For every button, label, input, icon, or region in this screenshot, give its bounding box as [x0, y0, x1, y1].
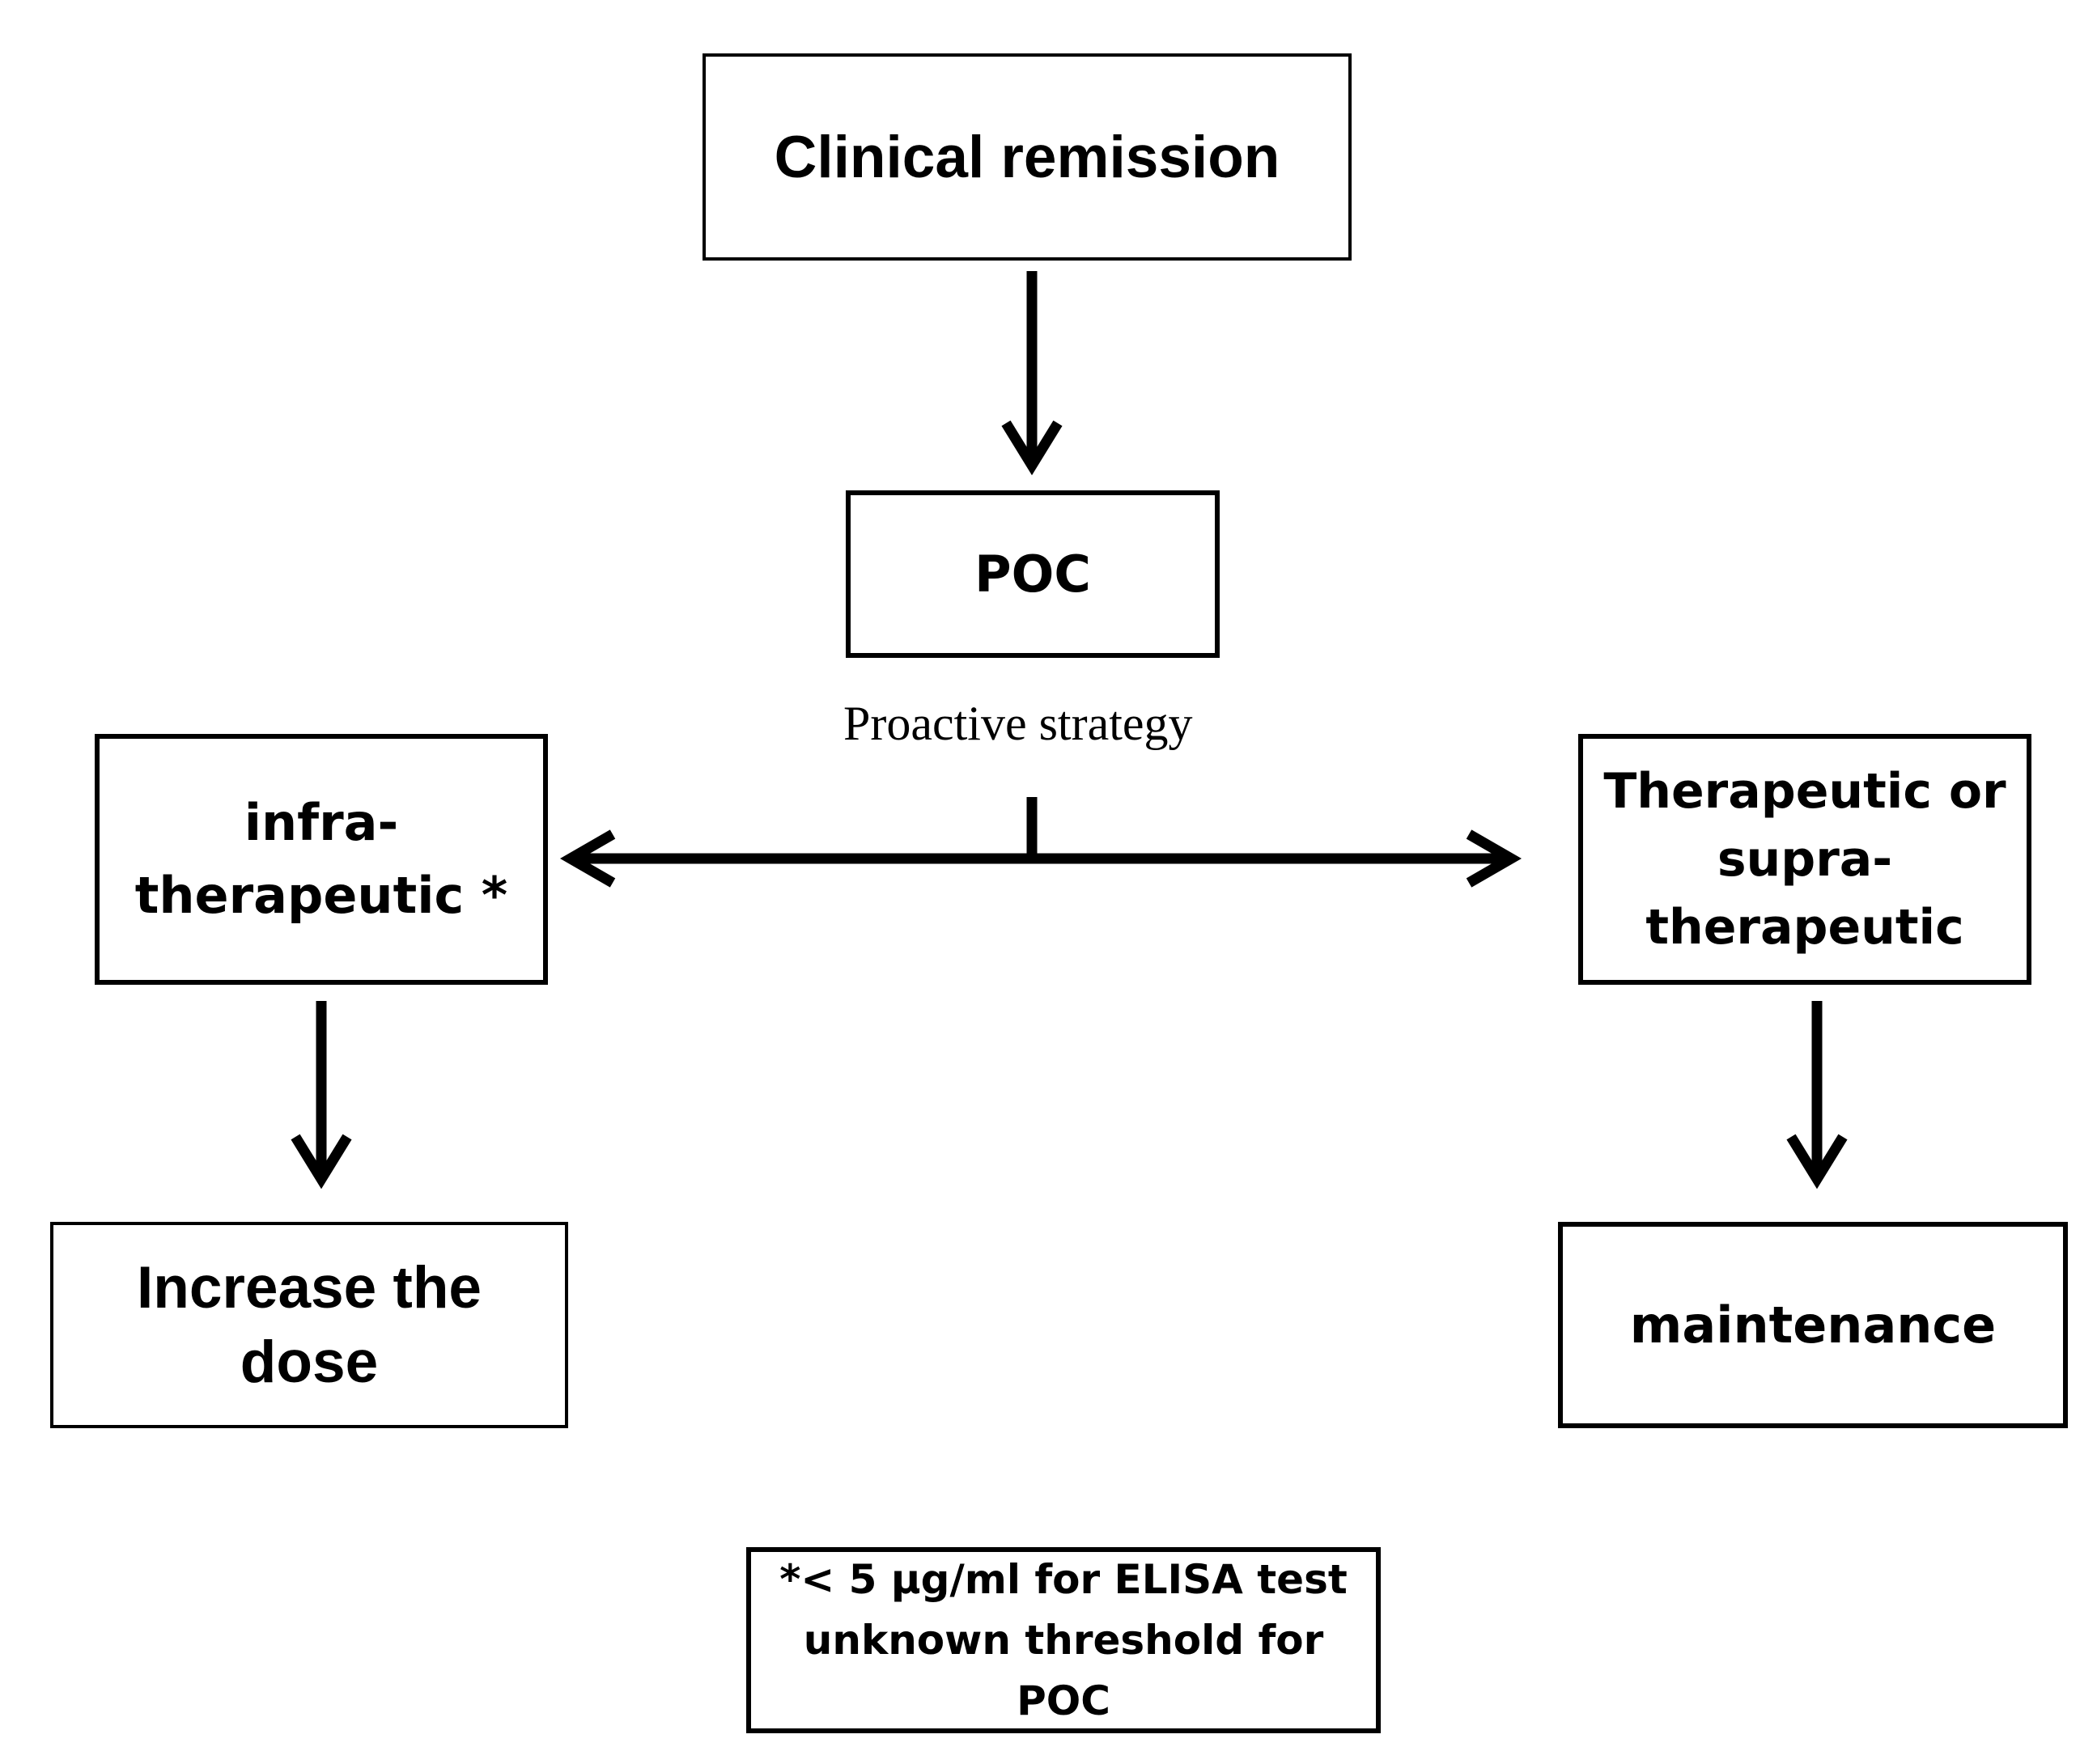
- node-maintenance: maintenance: [1558, 1222, 2068, 1428]
- node-poc-text: POC: [974, 545, 1091, 604]
- arrow-remission-to-poc: [1001, 271, 1063, 476]
- node-poc: POC: [846, 490, 1220, 658]
- arrow-therapeutic-to-maintenance: [1786, 1001, 1848, 1189]
- node-increase-line-2: dose: [240, 1329, 379, 1395]
- node-therapeutic-line-3: therapeutic: [1645, 899, 1964, 956]
- node-increase-dose: Increase the dose: [50, 1222, 568, 1428]
- node-clinical-remission: Clinical remission: [703, 53, 1352, 261]
- footnote-box: *< 5 µg/ml for ELISA test unknown thresh…: [746, 1547, 1381, 1733]
- label-proactive-strategy: Proactive strategy: [843, 697, 1193, 750]
- node-therapeutic-line-2: supra-: [1717, 831, 1893, 888]
- node-increase-line-1: Increase the: [136, 1255, 482, 1321]
- footnote-line-2: unknown threshold for POC: [803, 1616, 1324, 1724]
- node-maintenance-text: maintenance: [1629, 1295, 1997, 1355]
- arrow-infra-to-increase: [291, 1001, 352, 1189]
- node-infra-line-1: infra-: [244, 793, 399, 853]
- node-infra-therapeutic: infra- therapeutic *: [95, 734, 548, 985]
- node-clinical-remission-text: Clinical remission: [774, 124, 1280, 190]
- node-therapeutic-line-1: Therapeutic or: [1603, 763, 2006, 820]
- arrow-branch-horizontal: [559, 829, 1522, 888]
- footnote-line-1: *< 5 µg/ml for ELISA test: [779, 1555, 1348, 1603]
- node-therapeutic-or-supra: Therapeutic or supra- therapeutic: [1578, 734, 2031, 985]
- node-infra-line-2: therapeutic *: [134, 866, 508, 925]
